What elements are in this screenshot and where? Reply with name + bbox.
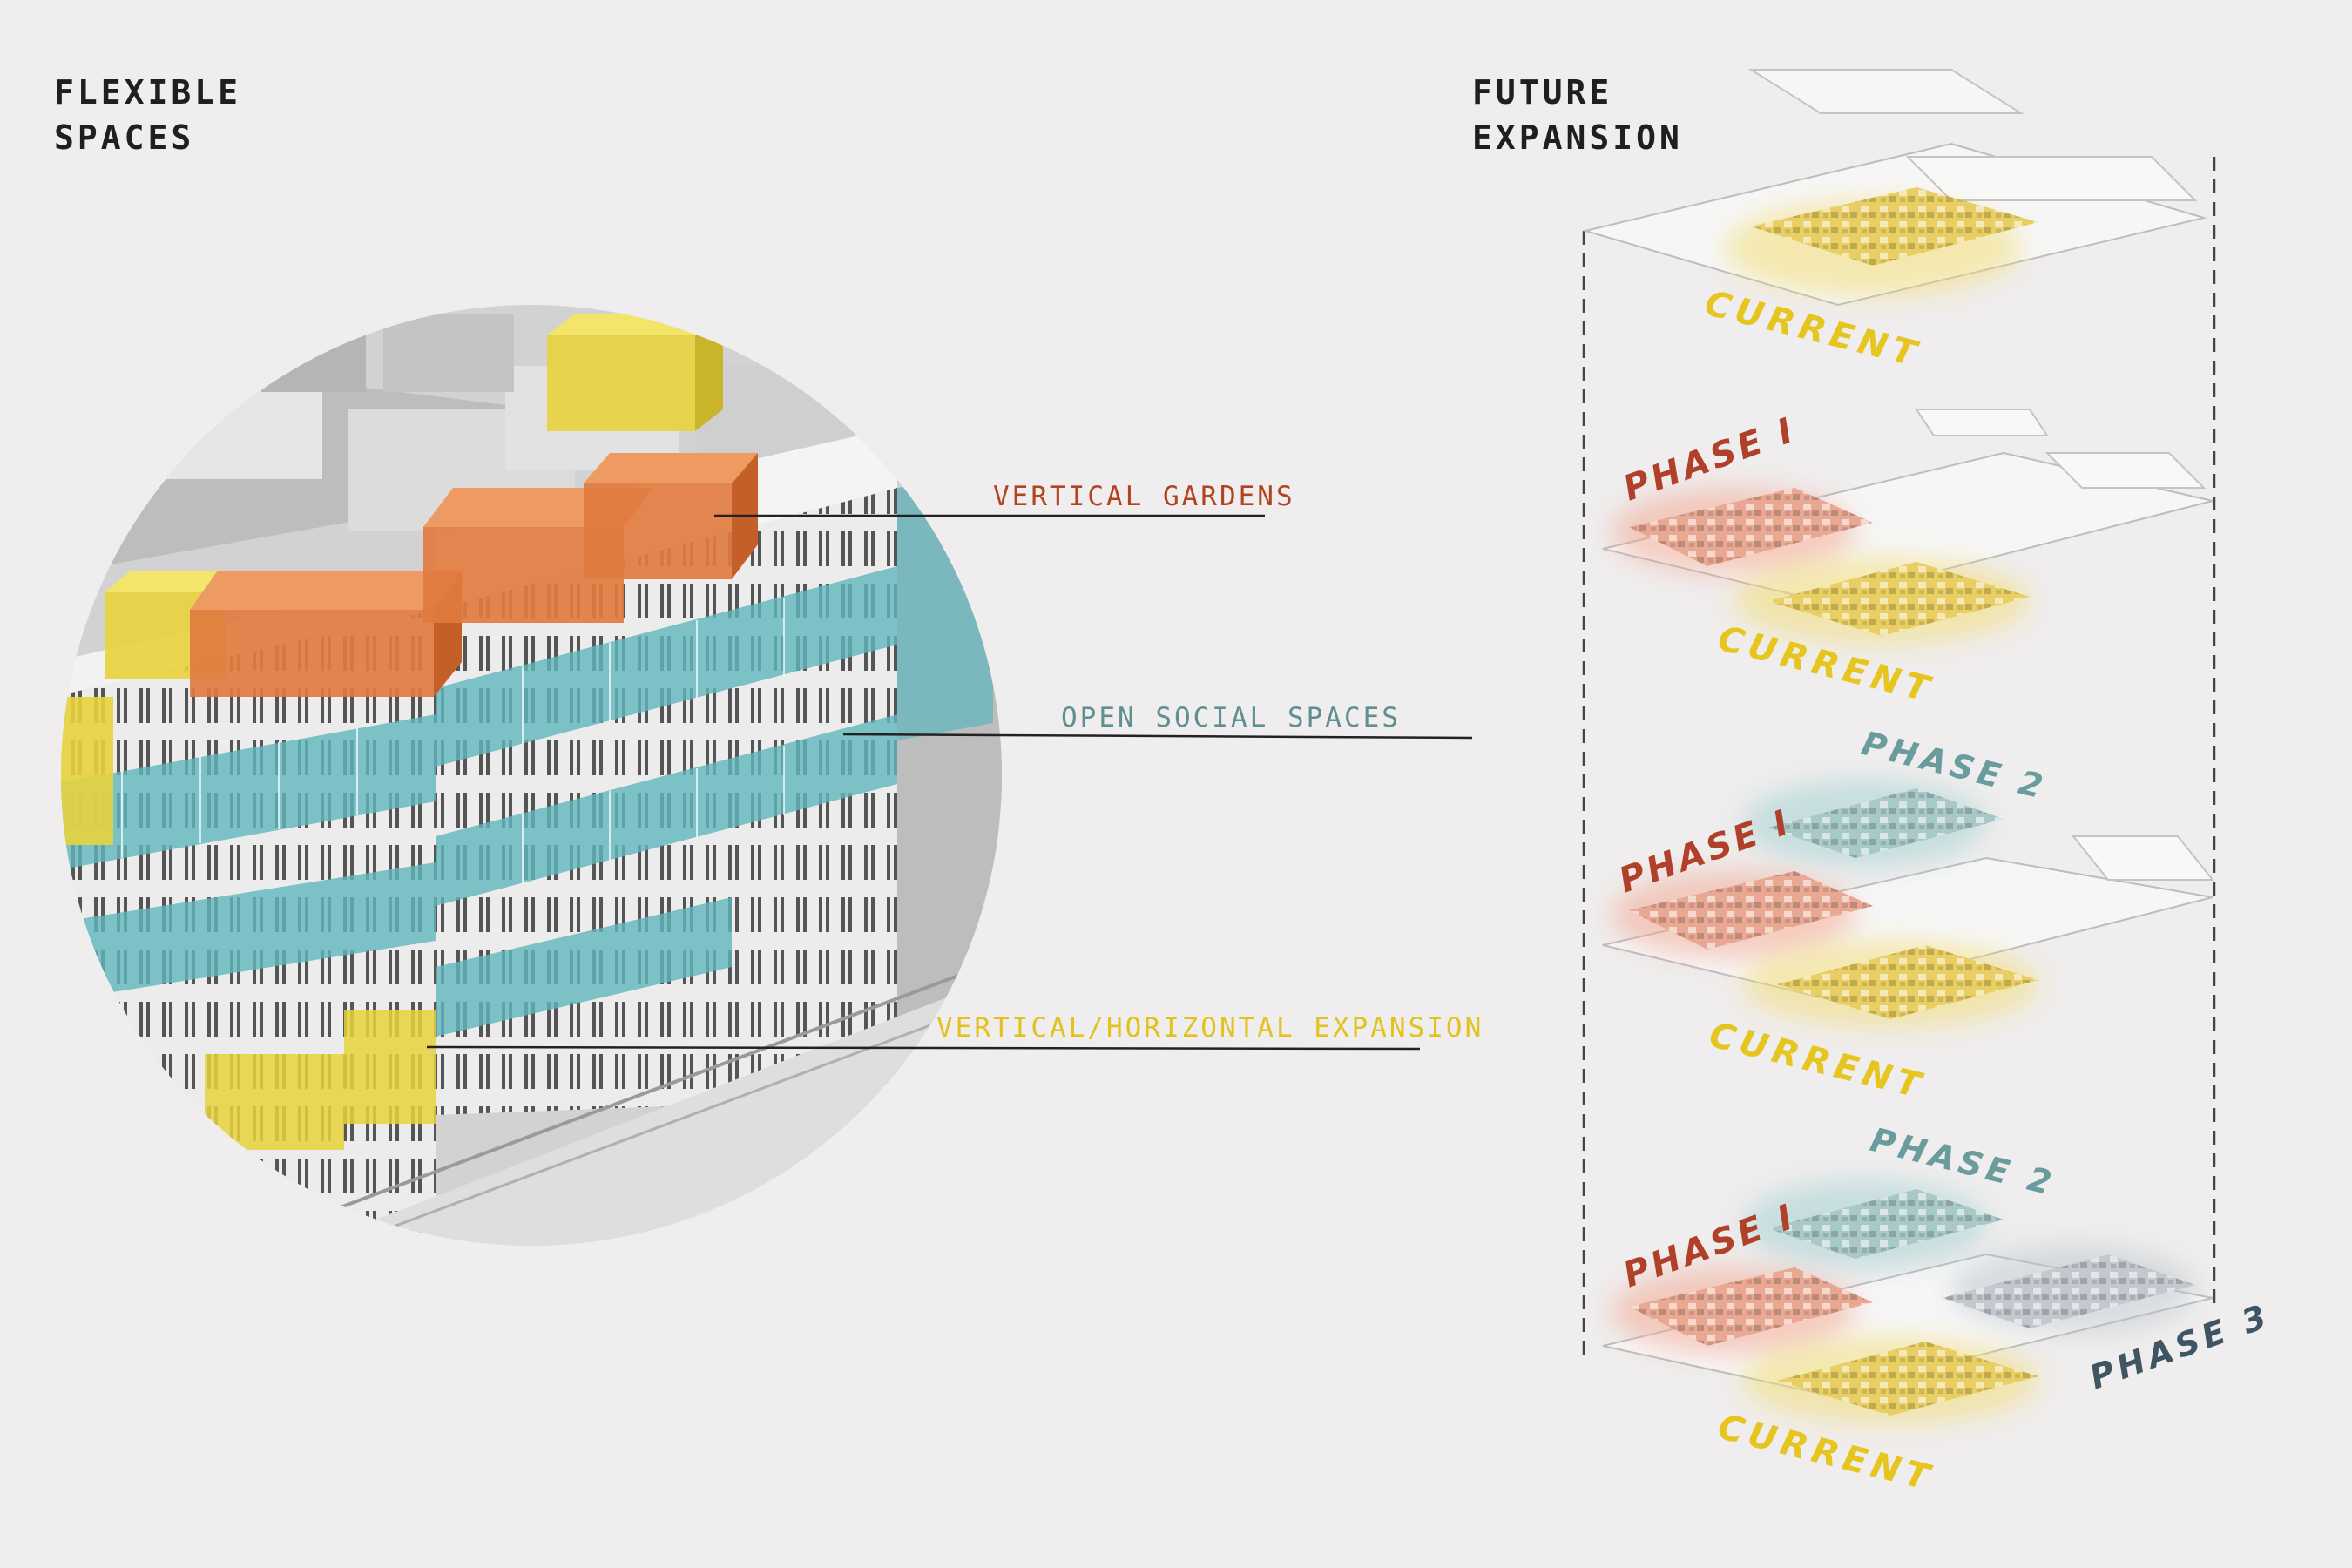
- expansion-box-top: [547, 335, 695, 431]
- garden-box-1: [190, 610, 434, 697]
- callout-vertical-gardens: VERTICAL GARDENS: [993, 481, 1295, 512]
- building-view: [52, 296, 1019, 1254]
- level-current: [1585, 70, 2204, 305]
- expansion-box-bottom: [205, 1054, 344, 1150]
- level-phase-2: [1603, 780, 2213, 1028]
- label-current-3: CURRENT: [1706, 1015, 1930, 1107]
- callout-vertical-horizontal-expansion: VERTICAL/HORIZONTAL EXPANSION: [936, 1012, 1484, 1044]
- garden-box-3: [584, 483, 732, 579]
- expansion-stack: CURRENT PHASE I CURRENT PHASE 2 PHASE I …: [1584, 70, 2275, 1499]
- callout-open-social-spaces: OPEN SOCIAL SPACES: [1061, 702, 1401, 733]
